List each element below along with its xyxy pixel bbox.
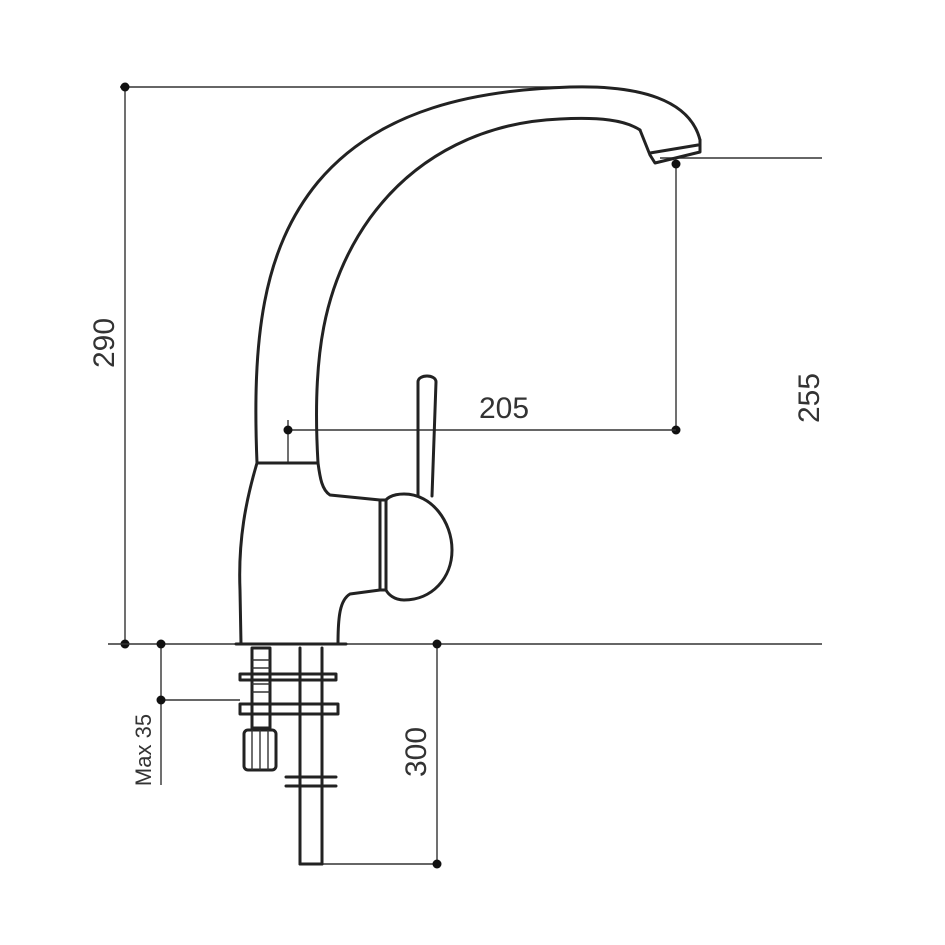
label-255: 255 — [793, 373, 826, 423]
label-290: 290 — [88, 318, 121, 368]
mounting-hardware — [238, 646, 340, 866]
label-205: 205 — [479, 392, 529, 425]
upper-washer — [238, 672, 338, 682]
spout-outer-edge — [254, 85, 702, 465]
dim-205-left-dot — [283, 425, 293, 435]
faucet-body — [238, 461, 382, 646]
label-300: 300 — [400, 727, 433, 777]
dim-290-top-dot — [120, 82, 130, 92]
dim-max35-top-dot — [156, 639, 166, 649]
dimension-lines — [108, 82, 822, 869]
dim-max35-bottom-dot — [156, 695, 166, 705]
mounting-plate — [238, 702, 340, 716]
aerator-line — [648, 143, 700, 155]
label-max-35: Max 35 — [131, 714, 156, 786]
spout-inner-edge — [314, 116, 642, 465]
lever-handle — [416, 374, 438, 498]
threaded-stud — [250, 646, 272, 730]
faucet — [234, 85, 702, 646]
dim-300-bottom-dot — [432, 859, 442, 869]
cartridge-cap — [378, 492, 454, 602]
dim-255-top-dot — [671, 159, 681, 169]
spout-tip — [638, 128, 702, 165]
dim-300-top-dot — [432, 639, 442, 649]
